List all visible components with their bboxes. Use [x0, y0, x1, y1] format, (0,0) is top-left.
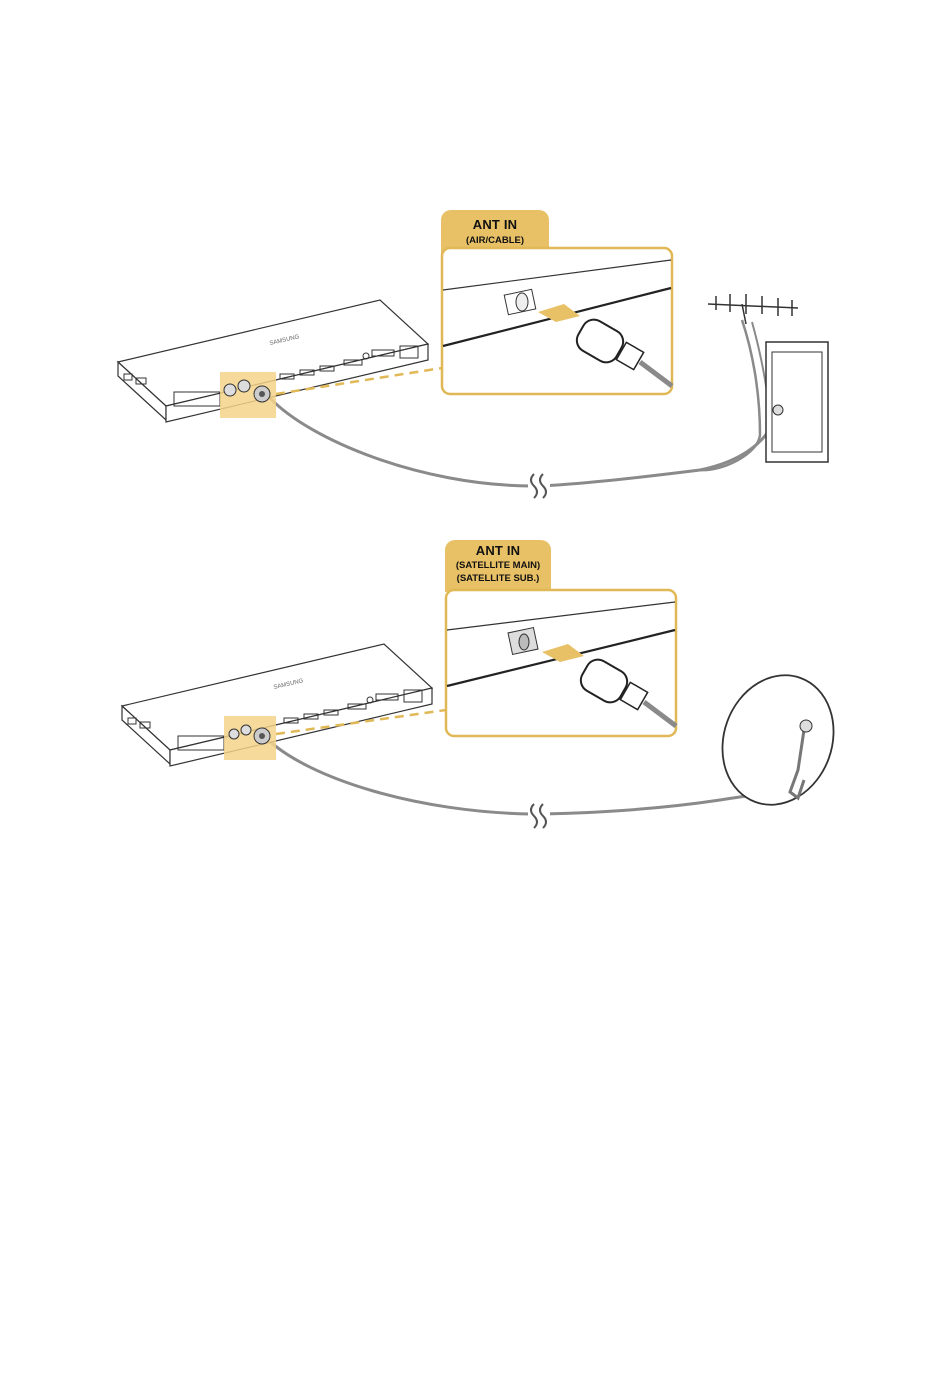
zoom-callout	[442, 248, 672, 394]
cable-break-icon	[528, 804, 550, 830]
wall-outlet	[766, 342, 828, 462]
satellite-dish-icon	[705, 660, 852, 821]
coax-cable	[270, 398, 778, 486]
satellite-illustration: SAMSUNG	[0, 530, 950, 850]
cable-break-icon	[528, 474, 550, 500]
coax-cable	[266, 738, 800, 814]
zoom-callout	[446, 590, 676, 736]
air-cable-connection-diagram: ANT IN (AIR/CABLE) SAMSUNG	[0, 190, 950, 510]
satellite-connection-diagram: ANT IN (SATELLITE MAIN) (SATELLITE SUB.)…	[0, 530, 950, 850]
antenna-icon	[708, 294, 798, 324]
air-cable-illustration: SAMSUNG	[0, 190, 950, 510]
